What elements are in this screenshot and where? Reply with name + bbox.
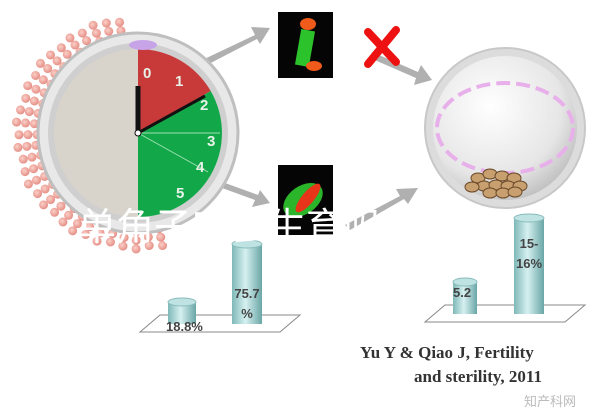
bar-left-1 [168,302,196,324]
cumulus-cell [22,141,32,151]
cumulus-cell [29,119,39,129]
cumulus-cell [13,142,23,152]
cumulus-cell [92,236,102,246]
cumulus-cell [33,189,43,199]
cumulus-cell [21,118,31,128]
cumulus-cell [115,17,125,27]
cumulus-cell [29,96,39,106]
cumulus-cell [46,50,56,60]
cumulus-cell [15,105,25,115]
cumulus-cell [104,26,114,36]
cumulus-cell [23,81,33,91]
bar-left-2 [232,244,262,324]
cumulus-cell [23,179,33,189]
cumulus-cell [56,43,66,53]
cumulus-cells [12,17,168,254]
oocyte [424,47,586,209]
bar-right-2 [514,218,544,314]
cumulus-cell [56,201,66,211]
red-sector [138,49,211,133]
cumulus-cell [118,241,128,251]
clock-hand-minute [137,94,206,135]
cumulus-cell [23,130,33,140]
cumulus-cell [24,107,34,117]
cumulus-cell [31,70,41,80]
clock-number-4: 4 [196,159,205,176]
clock-number-5: 5 [176,185,184,202]
cumulus-cell [12,117,22,127]
cumulus-cell [70,40,80,50]
cumulus-cell [40,184,50,194]
clock: 0 1 2 3 4 5 [36,31,240,235]
cumulus-cell [39,200,49,210]
bar-right-2-label: 15-16% [515,236,543,271]
cumulus-cell [20,167,30,177]
cumulus-cell [156,232,166,242]
cumulus-cell [50,207,60,217]
cumulus-cell [46,195,56,205]
cumulus-cell [21,93,31,103]
bar-left-1-label: 18.8% [166,319,203,334]
chromosome [507,186,523,198]
cumulus-cell [101,18,111,28]
cumulus-cell [144,241,154,251]
cumulus-cell [62,49,72,59]
cumulus-cell [68,226,78,236]
cumulus-cell [18,154,28,164]
citation-line-1: Yu Y & Qiao J, Fertility [360,343,534,362]
bar-left-2-label: 75.7 % [234,286,260,321]
cumulus-cell [65,33,75,43]
cumulus-cell [43,64,53,74]
cumulus-cell [35,58,45,68]
cumulus-cell [81,230,91,240]
chromosome [482,187,498,199]
cumulus-cell [72,219,82,229]
arrow-up-right [198,27,270,68]
red-x-icon [364,26,400,68]
cumulus-cell [85,222,95,232]
chromosome-clump [464,168,528,199]
bar-right-1-label: 5.2 [453,285,471,300]
cumulus-cell [32,175,42,185]
right-bar-chart: 5.2 [423,213,587,323]
citation-line-2: and sterility, 2011 [414,367,542,386]
cumulus-cell [95,228,105,238]
cumulus-cell [82,36,92,46]
arrow-to-egg [345,188,418,230]
micrograph-bottom [278,165,333,235]
cumulus-cell [105,237,115,247]
overlay-watermark: 单角子宫会生育吗？专列 [78,205,496,249]
clock-number-1: 1 [175,73,183,90]
cumulus-cell [52,56,62,66]
clock-number-0: 0 [143,65,151,82]
chromosome [464,181,480,193]
cumulus-cell [77,28,87,38]
clock-number-3: 3 [207,133,215,150]
left-bar-chart: 18.8% [138,239,302,334]
cumulus-cell [31,84,41,94]
cumulus-cell [64,210,74,220]
micrograph-top [278,12,333,78]
cumulus-cell [143,232,153,242]
clock-number-2: 2 [200,97,208,114]
polar-body [129,40,157,50]
cumulus-cell [38,75,48,85]
cumulus-cell [131,244,141,254]
arrow-blocked [370,52,432,85]
cumulus-cell [58,217,68,227]
cumulus-cell [29,164,39,174]
cumulus-cell [14,130,24,140]
corner-watermark: 知产科网 [524,394,576,410]
cumulus-cell [119,233,129,243]
cumulus-cell [131,235,141,245]
cumulus-cell [91,28,101,38]
cumulus-cell [27,152,37,162]
cumulus-cell [88,20,98,30]
bar-right-1 [453,282,477,314]
cumulus-cell [158,241,168,251]
